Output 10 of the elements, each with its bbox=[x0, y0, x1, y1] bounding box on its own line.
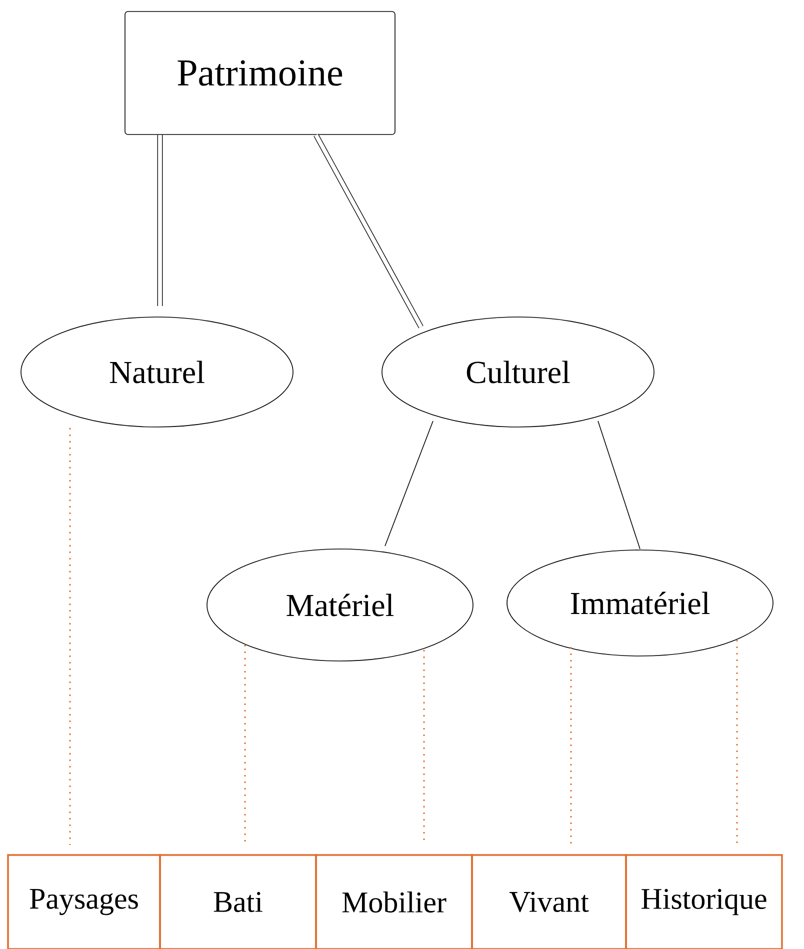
connector-line bbox=[157, 135, 163, 306]
category-box: Patrimoine bbox=[124, 11, 396, 135]
connector-line bbox=[314, 134, 424, 328]
connector-line bbox=[384, 420, 434, 546]
connector-line bbox=[598, 420, 640, 550]
table-cell: Paysages bbox=[7, 854, 161, 949]
table-cell: Historique bbox=[625, 854, 783, 949]
table-cell: Vivant bbox=[471, 854, 627, 949]
table-cell: Mobilier bbox=[315, 854, 473, 949]
table-cell: Bati bbox=[159, 854, 317, 949]
